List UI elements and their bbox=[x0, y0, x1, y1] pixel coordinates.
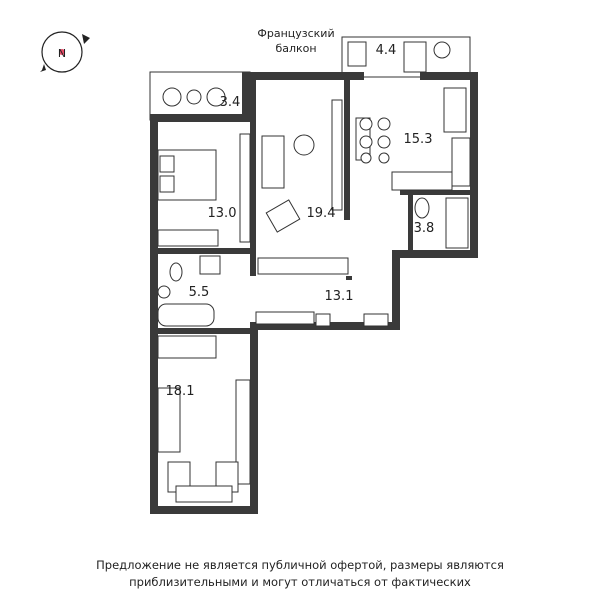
bed-bottom-icon bbox=[157, 335, 251, 503]
area-bedroom-top: 13.0 bbox=[208, 206, 237, 221]
kitchen-furniture bbox=[355, 87, 471, 191]
walls bbox=[150, 72, 478, 514]
area-bathroom: 5.5 bbox=[189, 285, 210, 300]
area-kitchen: 15.3 bbox=[404, 132, 433, 147]
balcony-left-furniture bbox=[162, 87, 226, 107]
hallway-furniture bbox=[255, 311, 389, 327]
area-living-room: 19.4 bbox=[307, 206, 336, 221]
wc-furniture bbox=[414, 197, 469, 249]
balcony-top-furniture bbox=[347, 41, 451, 73]
area-balcony-top: 4.4 bbox=[376, 43, 397, 58]
bathroom-furniture bbox=[157, 255, 221, 327]
bed-top-icon bbox=[157, 133, 251, 247]
balcony-top-outline bbox=[341, 36, 471, 78]
area-bedroom-bottom: 18.1 bbox=[166, 384, 195, 399]
compass-label: N bbox=[58, 47, 66, 60]
area-balcony-left: 3.4 bbox=[220, 95, 241, 110]
french-balcony-label-line2: балкон bbox=[275, 42, 316, 55]
french-balcony-label-line1: Французский bbox=[257, 27, 334, 40]
disclaimer-line1: Предложение не является публичной оферто… bbox=[96, 558, 504, 572]
living-furniture bbox=[257, 99, 349, 275]
area-hallway: 13.1 bbox=[325, 289, 354, 304]
area-wc: 3.8 bbox=[414, 221, 435, 236]
disclaimer-line2: приблизительными и могут отличаться от ф… bbox=[129, 575, 471, 589]
compass-icon: N bbox=[40, 31, 90, 76]
